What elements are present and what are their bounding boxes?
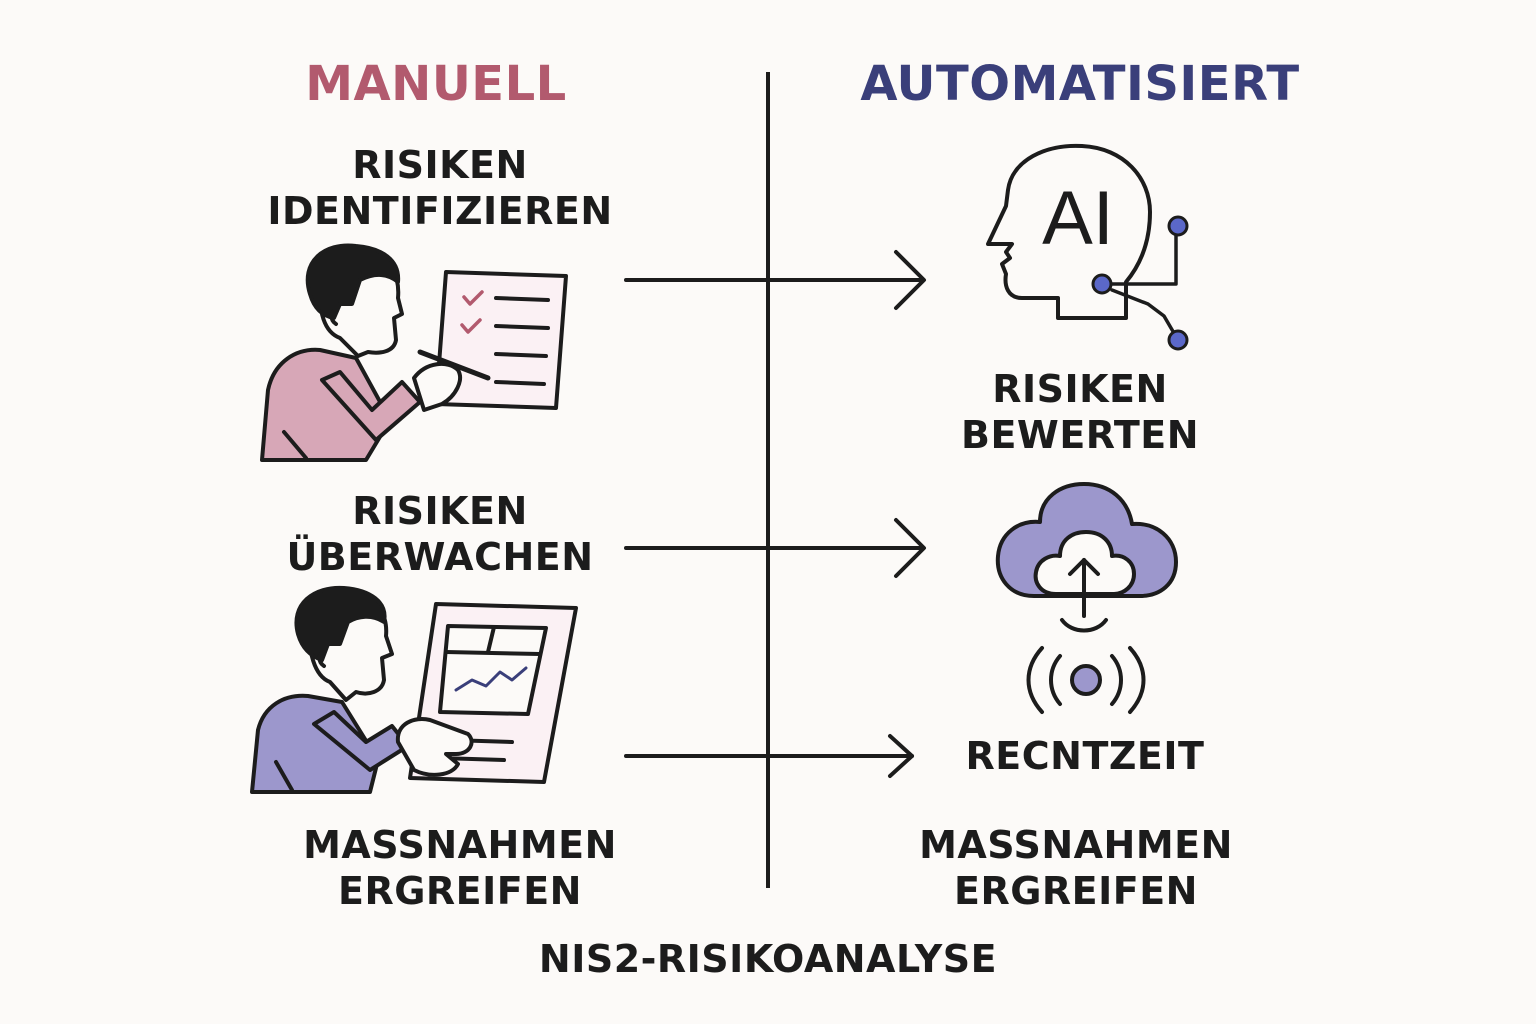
arrow-monitor-to-cloud [624,518,926,578]
footer-title: NIS2-RISIKOANALYSE [538,937,998,981]
auto-step-assess-label: RISIKEN BEWERTEN [960,367,1200,457]
broadcast-signal-icon [1026,646,1146,714]
manual-step-act-label: MASSNAHMEN ERGREIFEN [303,823,617,913]
person-dashboard-icon [250,585,578,794]
manual-column-title: MANUELL [305,56,567,112]
manual-step-monitor-label: RISIKEN ÜBERWACHEN [286,489,594,579]
arrow-to-realtime [624,734,914,778]
ai-badge: AI [1042,176,1114,261]
auto-step-act-label: MASSNAHMEN ERGREIFEN [919,823,1233,913]
ai-head-icon: AI [986,143,1189,351]
arrow-identify-to-assess [624,250,926,310]
manual-step-identify-label: RISIKEN IDENTIFIZIEREN [267,143,613,233]
person-checklist-icon [260,243,568,462]
automated-column-title: AUTOMATISIERT [860,56,1300,112]
cloud-upload-icon [995,482,1178,633]
auto-step-realtime-label: RECNTZEIT [965,734,1205,778]
